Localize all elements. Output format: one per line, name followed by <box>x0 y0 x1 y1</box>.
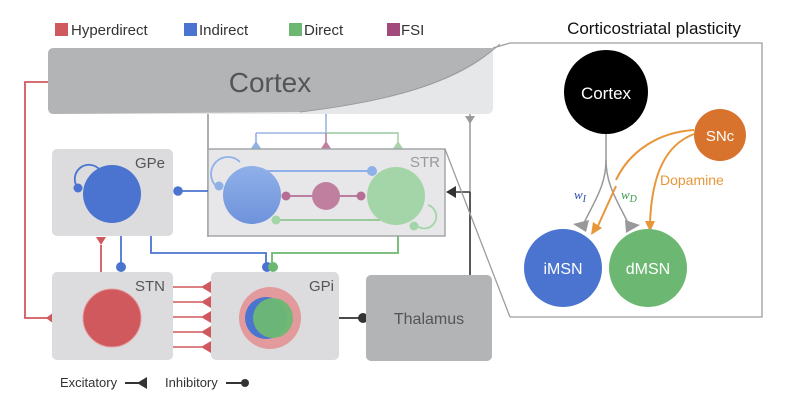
corticostriatal-inset: Corticostriatal plasticity Cortex wI wD … <box>524 19 746 307</box>
thalamus-label: Thalamus <box>394 311 464 328</box>
inset-snc-label: SNc <box>706 128 735 145</box>
inset-cortex-label: Cortex <box>581 84 632 103</box>
inhibitory-synapse-icon <box>268 262 278 272</box>
dopamine-projections <box>596 129 695 229</box>
excitatory-synapse-icon <box>573 220 589 232</box>
legend-hyperdirect: Hyperdirect <box>71 22 149 39</box>
zoom-callout <box>444 42 763 318</box>
legend-fsi: FSI <box>401 22 424 39</box>
inset-dmsn-node <box>609 229 687 307</box>
stn-region: STN <box>52 272 173 360</box>
str-fsi-population <box>312 182 340 210</box>
thalamus-region: Thalamus <box>366 275 492 361</box>
gpe-region: GPe <box>52 149 173 236</box>
excitatory-synapse-icon <box>137 377 147 389</box>
excitatory-synapse-icon <box>250 141 262 150</box>
str-dmsn-population <box>367 167 425 225</box>
indirect-swatch <box>184 23 197 36</box>
str-imsn-population <box>223 166 281 224</box>
excitatory-synapse-icon <box>201 341 211 353</box>
inhibitory-synapse-icon <box>116 262 126 272</box>
excitatory-synapse-icon <box>465 116 475 124</box>
gpe-neuron-population <box>83 165 141 223</box>
excitatory-synapse-icon <box>392 141 404 150</box>
inset-snc-node <box>694 109 746 161</box>
weight-indirect-label: wI <box>574 187 587 205</box>
dopamine-arrowhead-icon <box>645 221 655 232</box>
inset-imsn-node <box>524 229 602 307</box>
hyperdirect-pathway <box>24 81 52 319</box>
direct-swatch <box>289 23 302 36</box>
inhibitory-synapse-icon <box>173 186 183 196</box>
inhibitory-label: Inhibitory <box>165 375 218 390</box>
inhibitory-synapse-icon <box>241 379 249 387</box>
gpe-label: GPe <box>135 155 165 172</box>
indirect-pathway <box>120 236 399 266</box>
inset-cortex-node <box>564 50 648 134</box>
hyperdirect-swatch <box>55 23 68 36</box>
fsi-swatch <box>387 23 400 36</box>
excitatory-synapse-icon <box>446 186 456 198</box>
str-region: STR <box>207 148 446 237</box>
str-label: STR <box>410 154 440 171</box>
inset-dmsn-label: dMSN <box>626 261 670 278</box>
excitatory-synapse-icon <box>201 326 211 338</box>
cortex-region: Cortex <box>48 43 501 114</box>
excitatory-synapse-icon <box>625 220 640 233</box>
excitatory-synapse-icon <box>201 311 211 323</box>
inhibitory-synapse-icon <box>358 313 368 323</box>
stn-gpi-projections <box>173 286 202 348</box>
inset-title: Corticostriatal plasticity <box>567 19 741 38</box>
excitatory-synapse-icon <box>201 296 211 308</box>
inset-imsn-label: iMSN <box>543 261 582 278</box>
gpi-direct-population <box>253 298 293 338</box>
cortex-label: Cortex <box>229 67 311 98</box>
excitatory-synapse-icon <box>96 237 106 245</box>
legend-direct: Direct <box>304 22 344 39</box>
dopamine-arrowhead-icon <box>591 222 602 235</box>
stn-neuron-population <box>82 288 142 348</box>
synapse-legend: Excitatory Inhibitory <box>60 375 249 390</box>
gpi-region: GPi <box>211 272 339 360</box>
weight-direct-label: wD <box>621 187 638 205</box>
legend-indirect: Indirect <box>199 22 249 39</box>
gpi-label: GPi <box>309 278 334 295</box>
pathway-legend: Hyperdirect Indirect Direct FSI <box>55 22 424 39</box>
excitatory-synapse-icon <box>201 281 211 293</box>
stn-label: STN <box>135 278 165 295</box>
dopamine-label: Dopamine <box>660 172 724 188</box>
excitatory-synapse-icon <box>320 141 332 150</box>
excitatory-label: Excitatory <box>60 375 118 390</box>
